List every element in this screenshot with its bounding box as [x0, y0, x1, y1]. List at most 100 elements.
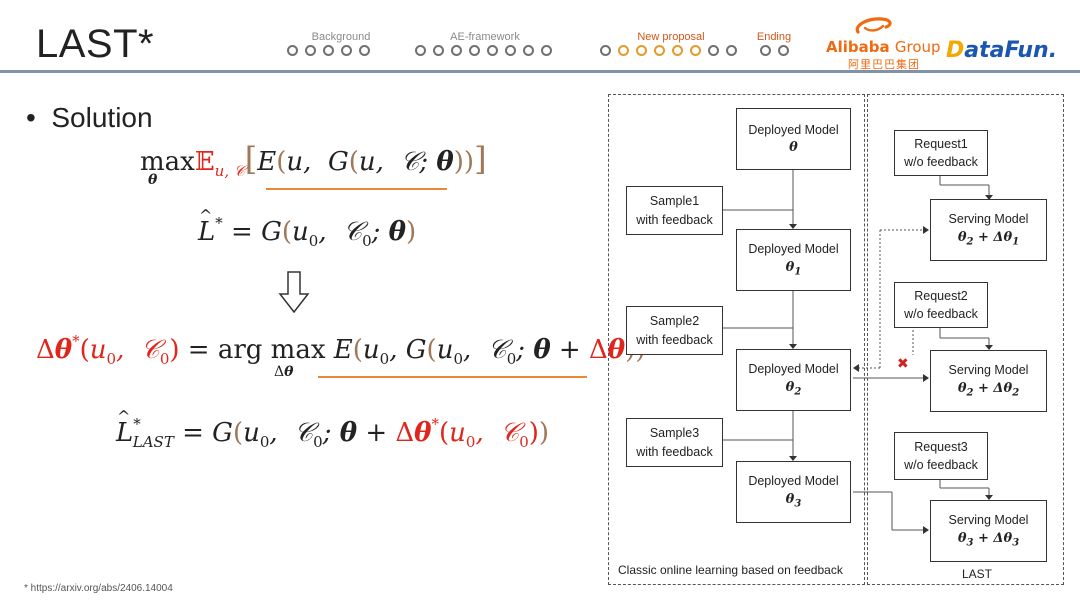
caption-last: LAST	[962, 567, 993, 581]
arrow-down-icon	[278, 271, 310, 314]
datafun-d: D	[946, 38, 965, 63]
sample-label: Sample1	[649, 194, 700, 209]
deployed-model-label: Deployed Model	[748, 362, 839, 377]
nav-dot[interactable]	[469, 45, 480, 56]
nav-dot[interactable]	[600, 45, 611, 56]
reject-x-icon: ✖	[897, 355, 909, 371]
nav-dot[interactable]	[505, 45, 516, 56]
nav-section-background[interactable]: Background	[311, 31, 371, 43]
equation-delta-theta: Δθ*(u0, 𝒞0) = arg max E(u0, G(u0, 𝒞0; θ …	[36, 332, 645, 368]
hat-accent: ^	[199, 206, 213, 225]
nav-dot-active[interactable]	[618, 45, 629, 56]
theta-label: θ1	[785, 259, 802, 278]
nav-dots-ending	[760, 45, 789, 56]
panel-classic	[608, 94, 865, 585]
nav-dots-ae-framework	[415, 45, 552, 56]
nav-section-ending[interactable]: Ending	[756, 31, 792, 43]
no-feedback-label: w/o feedback	[904, 155, 978, 169]
serving-model-label: Serving Model	[948, 513, 1029, 528]
request-label: Request2	[914, 288, 968, 303]
sample-3: Sample3 with feedback	[626, 418, 723, 467]
underline-objective	[266, 188, 447, 190]
feedback-label: with feedback	[636, 332, 713, 347]
nav-dot[interactable]	[359, 45, 370, 56]
nav-section-ae-framework[interactable]: AE-framework	[450, 31, 520, 43]
nav-dot-active[interactable]	[690, 45, 701, 56]
sample-2: Sample2 with feedback	[626, 306, 723, 355]
no-feedback-label: w/o feedback	[904, 307, 978, 321]
nav-dots-background	[287, 45, 370, 56]
deployed-model-2: Deployed Model θ2	[736, 349, 851, 411]
nav-dot[interactable]	[287, 45, 298, 56]
nav-dots-new-proposal	[600, 45, 737, 56]
nav-dot[interactable]	[523, 45, 534, 56]
serving-model-3: Serving Model θ3 + Δθ3	[930, 500, 1047, 562]
alibaba-logo: Alibaba Group 阿里巴巴集团	[826, 17, 941, 71]
nav-dot[interactable]	[415, 45, 426, 56]
serving-model-label: Serving Model	[948, 212, 1029, 227]
sample-1: Sample1 with feedback	[626, 186, 723, 235]
caption-classic: Classic online learning based on feedbac…	[618, 563, 843, 577]
no-feedback-label: w/o feedback	[904, 458, 978, 472]
nav-dot[interactable]	[487, 45, 498, 56]
nav-dot-active[interactable]	[636, 45, 647, 56]
nav-dot[interactable]	[708, 45, 719, 56]
nav-dot[interactable]	[451, 45, 462, 56]
request-1: Request1 w/o feedback	[894, 130, 988, 176]
datafun-rest: ataFun.	[964, 38, 1058, 63]
nav-dot[interactable]	[726, 45, 737, 56]
theta-label: θ2 + Δθ2	[957, 380, 1020, 399]
deployed-model-1: Deployed Model θ1	[736, 229, 851, 291]
sample-label: Sample3	[649, 426, 700, 441]
request-label: Request1	[914, 136, 968, 151]
serving-model-2: Serving Model θ2 + Δθ2	[930, 350, 1047, 412]
equation-delta-under: Δθ	[274, 364, 294, 380]
deployed-model-label: Deployed Model	[748, 242, 839, 257]
page-title: LAST*	[36, 22, 155, 66]
deployed-model-label: Deployed Model	[748, 122, 839, 137]
deployed-model-3: Deployed Model θ3	[736, 461, 851, 523]
nav-dot-active[interactable]	[672, 45, 683, 56]
request-label: Request3	[914, 439, 968, 454]
bullet-text: Solution	[51, 102, 153, 133]
nav-dot[interactable]	[778, 45, 789, 56]
request-2: Request2 w/o feedback	[894, 282, 988, 328]
feedback-label: with feedback	[636, 444, 713, 459]
nav-dot[interactable]	[341, 45, 352, 56]
alibaba-smile-icon	[855, 17, 892, 34]
theta-label: θ	[789, 139, 798, 155]
bullet-solution: • Solution	[26, 102, 153, 133]
underline-delta	[318, 376, 587, 378]
equation-L-last: L*LAST = G(u0, 𝒞0; θ + Δθ*(u0, 𝒞0))	[116, 415, 550, 451]
alibaba-cn-name: 阿里巴巴集团	[848, 59, 920, 71]
footnote: * https://arxiv.org/abs/2406.14004	[24, 583, 173, 594]
nav-dot[interactable]	[323, 45, 334, 56]
equation-objective-under: θ	[148, 172, 158, 188]
panel-last	[867, 94, 1064, 585]
nav-dot[interactable]	[433, 45, 444, 56]
request-3: Request3 w/o feedback	[894, 432, 988, 480]
theta-label: θ2 + Δθ1	[957, 229, 1020, 248]
deployed-model-0: Deployed Model θ	[736, 108, 851, 170]
alibaba-name: Alibaba	[826, 38, 890, 56]
equation-L-hat: L* = G(u0, 𝒞0; θ)	[198, 214, 417, 250]
nav-dot-active[interactable]	[654, 45, 665, 56]
alibaba-group: Group	[894, 38, 941, 56]
theta-label: θ3	[785, 491, 802, 510]
deployed-model-label: Deployed Model	[748, 474, 839, 489]
equation-objective: max𝔼u, 𝒞[E(u, G(u, 𝒞; θ))]	[140, 140, 487, 180]
theta-label: θ3 + Δθ3	[957, 530, 1020, 549]
feedback-label: with feedback	[636, 212, 713, 227]
header-divider	[0, 70, 1080, 73]
datafun-logo: DataFun.	[946, 38, 1057, 63]
hat-accent: ^	[117, 407, 131, 426]
serving-model-1: Serving Model θ2 + Δθ1	[930, 199, 1047, 261]
nav-section-new-proposal[interactable]: New proposal	[637, 31, 705, 43]
nav-dot[interactable]	[760, 45, 771, 56]
serving-model-label: Serving Model	[948, 363, 1029, 378]
theta-label: θ2	[785, 379, 802, 398]
nav-dot[interactable]	[305, 45, 316, 56]
nav-dot[interactable]	[541, 45, 552, 56]
sample-label: Sample2	[649, 314, 700, 329]
